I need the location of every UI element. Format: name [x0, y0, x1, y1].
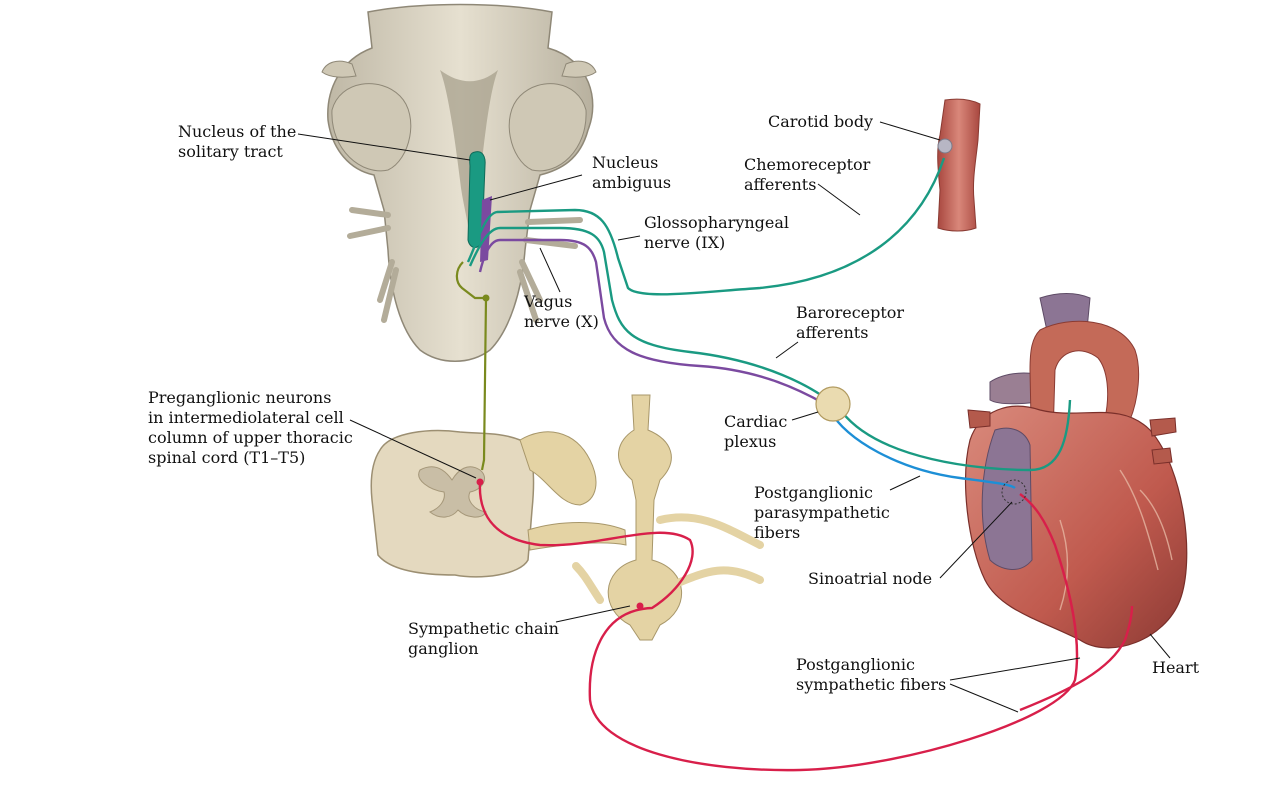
- label-postganglionic-parasympathetic: Postganglionic parasympathetic fibers: [754, 483, 890, 542]
- label-glossopharyngeal-nerve: Glossopharyngeal nerve (IX): [644, 213, 790, 252]
- sympathetic-chain: [572, 394, 764, 641]
- brainstem-right-lobe: [508, 83, 587, 172]
- leader-carotid: [879, 121, 941, 141]
- carotid-body: [937, 138, 953, 154]
- brainstem-left-process: [321, 60, 357, 78]
- label-carotid-body: Carotid body: [768, 112, 874, 131]
- label-nucleus-ambiguus: Nucleus ambiguus: [592, 153, 672, 192]
- label-nucleus-solitary-tract: Nucleus of the solitary tract: [178, 122, 297, 161]
- sympathetic-rami: [572, 513, 764, 604]
- sympathetic-soma-ganglion: [636, 602, 644, 610]
- preganglionic-fiber: [455, 261, 488, 471]
- leader-chemo: [817, 183, 861, 216]
- cranial-rootlets-left: [347, 207, 399, 323]
- baroreceptor-afferent: [468, 226, 1072, 472]
- leader-ambiguus: [489, 174, 583, 201]
- spinal-nerve-roots: [519, 431, 627, 551]
- brainstem-left-lobe: [331, 83, 412, 172]
- parasympathetic-fiber: [828, 409, 1016, 490]
- cardiac-plexus: [815, 386, 851, 422]
- leader-cardiac: [791, 411, 819, 421]
- label-preganglionic-neurons: Preganglionic neurons in intermediolater…: [148, 388, 353, 467]
- brainstem-right-process: [561, 60, 597, 78]
- leader-postsym-1: [949, 657, 1081, 681]
- label-cardiac-plexus: Cardiac plexus: [724, 412, 788, 451]
- fourth-ventricle: [440, 70, 498, 240]
- leader-baro: [775, 341, 799, 359]
- aortic-arch: [1029, 320, 1140, 471]
- vagus-nerve: [478, 238, 826, 406]
- sympathetic-soma-spinal: [476, 478, 484, 486]
- brainstem: [321, 3, 597, 362]
- leader-vagus: [539, 247, 561, 293]
- label-chemoreceptor-afferents: Chemoreceptor afferents: [744, 155, 871, 194]
- sinoatrial-node: [1001, 479, 1027, 505]
- leader-glosso: [617, 235, 641, 241]
- carotid-artery: [937, 98, 981, 232]
- leader-pregang: [349, 419, 477, 479]
- sympathetic-fiber: [478, 481, 1079, 772]
- label-sinoatrial-node: Sinoatrial node: [808, 569, 933, 588]
- preganglionic-soma: [482, 294, 490, 302]
- spinal-cord: [370, 429, 627, 578]
- label-vagus-nerve: Vagus nerve (X): [524, 292, 599, 331]
- leader-postpara: [889, 475, 921, 491]
- cranial-rootlets-right: [517, 217, 583, 323]
- label-baroreceptor-afferents: Baroreceptor afferents: [796, 303, 905, 342]
- sympathetic-fiber-branch: [1019, 605, 1134, 712]
- leader-lines: [297, 121, 1171, 713]
- leader-postsym-2: [949, 683, 1019, 713]
- heart: [965, 293, 1188, 649]
- leader-sa: [939, 501, 1013, 579]
- leader-heart: [1149, 633, 1171, 659]
- leader-nts: [297, 133, 471, 161]
- nucleus-ambiguus: [480, 196, 492, 262]
- label-postganglionic-sympathetic: Postganglionic sympathetic fibers: [796, 655, 947, 694]
- coronary-vessels: [1059, 469, 1173, 611]
- label-sympathetic-chain-ganglion: Sympathetic chain ganglion: [408, 619, 559, 658]
- label-heart: Heart: [1152, 658, 1200, 677]
- sympathetic-trunk: [607, 394, 683, 641]
- leader-chain: [555, 605, 631, 623]
- chemoreceptor-afferent: [466, 157, 946, 296]
- heart-side-vessels: [967, 409, 1177, 465]
